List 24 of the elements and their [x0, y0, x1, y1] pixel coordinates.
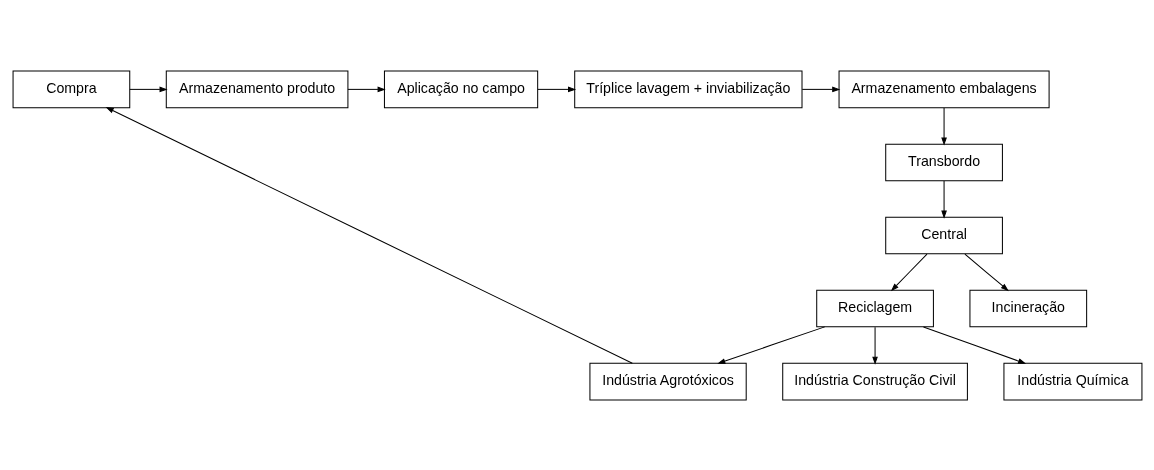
arrow — [128, 86, 168, 92]
arrow — [716, 325, 825, 364]
node-box: Tríplice lavagem + inviabilização — [573, 70, 802, 108]
arrow — [922, 325, 1026, 364]
node-box: Reciclagem — [815, 289, 934, 327]
node-box: Compra — [12, 70, 130, 108]
node-box: Indústria Química — [1002, 362, 1142, 400]
node-box: Central — [884, 216, 1003, 254]
node-box: Transbordo — [884, 143, 1003, 181]
node-box: Indústria Construção Civil — [781, 362, 968, 400]
arrow — [801, 86, 840, 92]
arrow — [536, 86, 576, 92]
arrow — [940, 180, 947, 219]
node-box: Armazenamento embalagens — [838, 70, 1050, 108]
node-box: Indústria Agrotóxicos — [588, 362, 747, 400]
arrow — [963, 253, 1009, 291]
arrow — [105, 106, 633, 364]
arrow — [940, 106, 947, 146]
node-box: Aplicação no campo — [383, 70, 538, 108]
arrow — [346, 86, 386, 92]
node-box: Armazenamento produto — [165, 70, 348, 108]
arrow — [890, 253, 927, 291]
arrow — [871, 326, 878, 365]
node-box: Incineração — [968, 289, 1087, 327]
